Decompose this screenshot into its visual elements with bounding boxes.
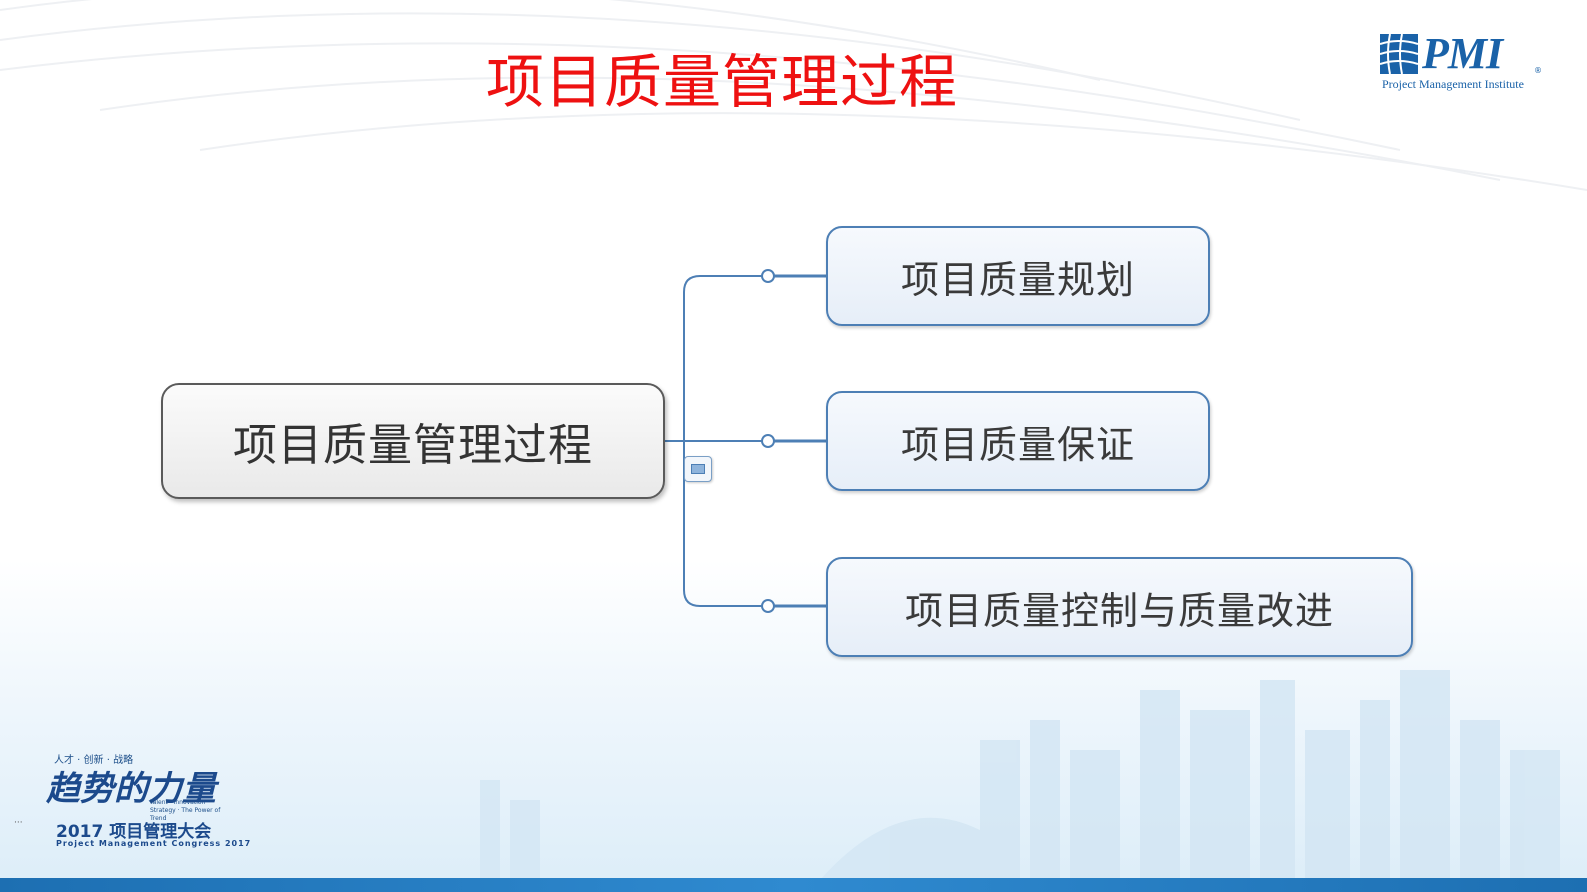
connector-3: [683, 441, 768, 607]
child-node-label: 项目质量规划: [900, 257, 1135, 302]
congress-script-title: 趋势的力量: [46, 769, 216, 809]
connector-dot-2: [761, 434, 775, 448]
mindmap-root-node[interactable]: 项目质量管理过程: [161, 383, 665, 499]
pmi-logo: PMI ® Project Management Institute: [1380, 29, 1550, 94]
child-node-label: 项目质量保证: [900, 422, 1135, 467]
footer-bar: [0, 878, 1587, 892]
congress-sub-english: Talent · Innovation · Strategy · The Pow…: [150, 799, 221, 822]
mindmap-child-node-assurance[interactable]: 项目质量保证: [826, 391, 1210, 491]
congress-english-line: Project Management Congress 2017: [56, 839, 252, 848]
background-arcs: [0, 0, 1587, 191]
collapse-toggle[interactable]: [684, 456, 712, 482]
child-node-label: 项目质量控制与质量改进: [904, 588, 1334, 633]
footer-ellipsis: ···: [14, 818, 23, 828]
congress-tagline: 人才 · 创新 · 战略: [54, 755, 134, 766]
connector-1: [683, 275, 768, 441]
connector-dot-1: [761, 269, 775, 283]
mindmap-child-node-planning[interactable]: 项目质量规划: [826, 226, 1210, 326]
pmi-letters: PMI: [1422, 29, 1503, 78]
root-node-label: 项目质量管理过程: [233, 420, 593, 471]
congress-year-line: 2017 项目管理大会: [56, 822, 212, 842]
congress-logo: 人才 · 创新 · 战略 趋势的力量 Talent · Innovation ·…: [40, 745, 260, 855]
collapse-icon: [691, 464, 705, 474]
connector-dot-3: [761, 599, 775, 613]
globe-icon: [1380, 34, 1418, 74]
pmi-institute-name: Project Management Institute: [1382, 77, 1524, 91]
slide-title: 项目质量管理过程: [486, 48, 959, 116]
mindmap-child-node-control[interactable]: 项目质量控制与质量改进: [826, 557, 1413, 657]
registered-mark: ®: [1534, 66, 1542, 75]
city-skyline-watermark: [480, 670, 1560, 880]
